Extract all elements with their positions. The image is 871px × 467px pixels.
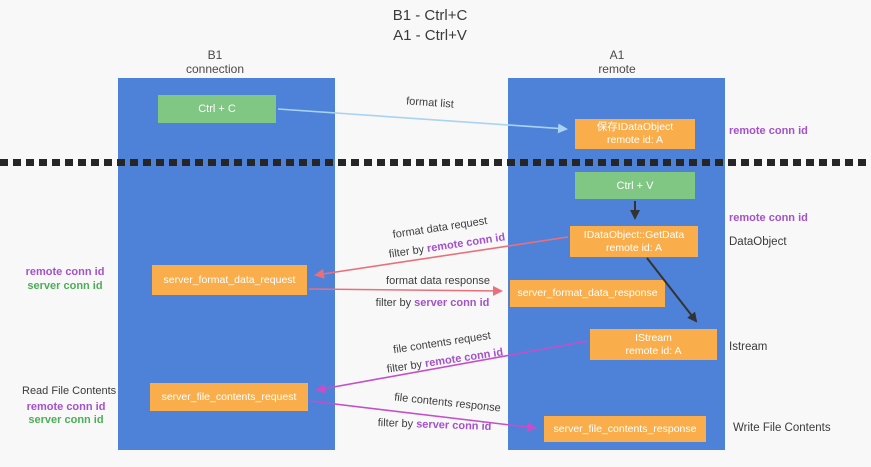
right-clipboard-remote-conn-id: remote conn id xyxy=(729,125,808,137)
right-column-role: remote xyxy=(598,62,636,76)
istream-line2: remote id: A xyxy=(625,344,682,357)
istream-side-label: Istream xyxy=(729,341,768,353)
istream-box: IStream remote id: A xyxy=(590,329,717,360)
file-contents-response-label: file contents response xyxy=(393,391,502,415)
ctrl-c-box: Ctrl + C xyxy=(158,95,276,123)
server-format-data-response-box: server_format_data_response xyxy=(510,280,665,307)
file-contents-response-filter-label: filter by server conn id xyxy=(372,417,497,433)
remote-conn-id-text: remote conn id xyxy=(426,231,506,255)
right-column-header: A1 remote xyxy=(542,48,692,76)
diagram-title: B1 - Ctrl+C A1 - Ctrl+V xyxy=(330,6,530,46)
ctrl-c-label: Ctrl + C xyxy=(198,103,236,115)
read-file-contents-label: Read File Contents xyxy=(22,385,117,397)
server-format-data-response-label: server_format_data_response xyxy=(517,287,658,299)
write-file-contents-label: Write File Contents xyxy=(733,422,831,434)
istream-line1: IStream xyxy=(635,331,672,344)
format-data-response-arrow xyxy=(308,285,503,296)
server-file-contents-response-box: server_file_contents_response xyxy=(544,416,706,442)
left-column-header: B1 connection xyxy=(140,48,290,76)
server-file-contents-request-box: server_file_contents_request xyxy=(150,383,308,411)
getdata-line2: remote id: A xyxy=(605,241,663,254)
dataobject-label: DataObject xyxy=(729,236,787,248)
session-separator-line xyxy=(0,159,871,166)
filter-by-text: filter by xyxy=(386,358,426,376)
filter-by-text: filter by xyxy=(375,297,415,309)
left-file-remote-conn-id: remote conn id xyxy=(26,401,106,413)
save-idataobject-line2: remote id: A xyxy=(606,134,664,146)
filter-by-text: filter by xyxy=(388,243,428,261)
title-line-b1: B1 - Ctrl+C xyxy=(392,7,468,24)
format-data-response-label: format data response xyxy=(386,275,490,287)
server-conn-id-text: server conn id xyxy=(414,297,490,309)
idataobject-getdata-box: IDataObject::GetData remote id: A xyxy=(570,226,698,257)
left-file-server-conn-id: server conn id xyxy=(28,414,104,426)
format-data-response-filter-label: filter by server conn id xyxy=(370,297,495,309)
getdata-line1: IDataObject::GetData xyxy=(583,228,685,241)
right-column-name: A1 xyxy=(609,48,625,62)
left-column-name: B1 xyxy=(207,48,223,62)
left-column-role: connection xyxy=(185,62,245,76)
format-list-label: format list xyxy=(405,95,455,111)
left-format-remote-conn-id: remote conn id xyxy=(25,266,105,278)
right-paste-remote-conn-id: remote conn id xyxy=(729,212,808,224)
server-conn-id-text: server conn id xyxy=(415,418,492,433)
server-file-contents-request-label: server_file_contents_request xyxy=(161,390,297,403)
server-format-data-request-label: server_format_data_request xyxy=(163,273,296,286)
ctrl-v-box: Ctrl + V xyxy=(575,172,695,199)
left-format-server-conn-id: server conn id xyxy=(27,280,103,292)
save-idataobject-box: 保存IDataObject remote id: A xyxy=(575,119,695,149)
title-line-a1: A1 - Ctrl+V xyxy=(393,27,467,44)
server-format-data-request-box: server_format_data_request xyxy=(152,265,307,295)
save-idataobject-line1: 保存IDataObject xyxy=(596,121,674,133)
filter-by-text: filter by xyxy=(377,417,417,431)
ctrl-v-label: Ctrl + V xyxy=(616,179,654,192)
server-file-contents-response-label: server_file_contents_response xyxy=(553,422,697,435)
